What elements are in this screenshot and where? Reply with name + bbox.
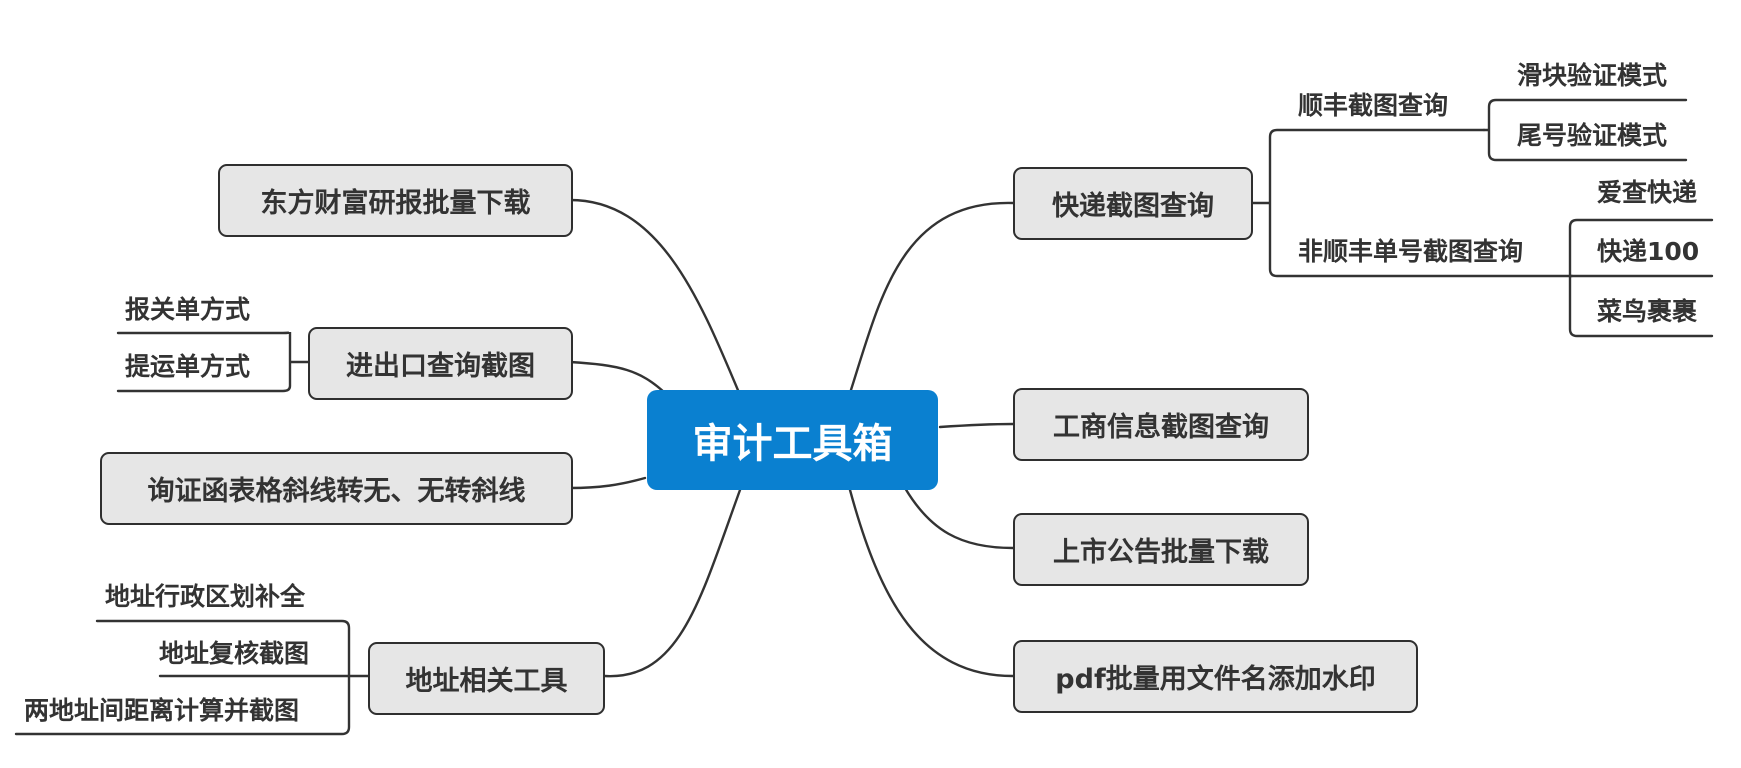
connector-root-confirmation [568,476,647,490]
branch-listing-announcements[interactable]: 上市公告批量下载 [1013,513,1309,586]
subbranch-sf-query[interactable]: 顺丰截图查询 [1298,91,1449,120]
branch-confirmation-letter[interactable]: 询证函表格斜线转无、无转斜线 [100,452,573,525]
leaf-address-division[interactable]: 地址行政区划补全 [105,582,306,611]
branch-address-tools[interactable]: 地址相关工具 [368,642,605,715]
connector-root-address [603,488,742,678]
subbranch-non-sf-query[interactable]: 非顺丰单号截图查询 [1298,237,1524,266]
leaf-slider-verification[interactable]: 滑块验证模式 [1517,61,1668,90]
leaf-bill-of-lading[interactable]: 提运单方式 [125,352,251,381]
connector-root-business [938,422,1015,429]
leaf-address-review[interactable]: 地址复核截图 [159,639,310,668]
leaf-kuaidi100[interactable]: 快递100 [1597,237,1700,266]
connector-root-customs [568,360,667,395]
connector-customs-bracket [116,331,310,393]
connector-root-eastmoney [568,198,742,397]
leaf-tail-number-verification[interactable]: 尾号验证模式 [1517,121,1668,150]
branch-pdf-watermark[interactable]: pdf批量用文件名添加水印 [1013,640,1418,713]
connector-root-express [848,201,1015,395]
connector-nonsf-bracket [1568,218,1714,338]
leaf-address-distance[interactable]: 两地址间距离计算并截图 [24,696,300,725]
branch-express-query[interactable]: 快递截图查询 [1013,167,1253,240]
leaf-aichakuaidi[interactable]: 爱查快递 [1597,178,1698,207]
branch-business-info[interactable]: 工商信息截图查询 [1013,388,1309,461]
branch-customs-query[interactable]: 进出口查询截图 [308,327,573,400]
root-node[interactable]: 审计工具箱 [647,390,938,490]
connector-sf-bracket [1482,98,1688,162]
leaf-cainiao[interactable]: 菜鸟裹裹 [1597,297,1698,326]
branch-eastmoney-reports[interactable]: 东方财富研报批量下载 [218,164,573,237]
connector-express-bracket [1251,128,1574,278]
leaf-customs-declaration[interactable]: 报关单方式 [125,295,251,324]
connector-root-pdf [848,488,1015,678]
connector-root-listing [903,486,1015,550]
connector-address-bracket [14,619,370,736]
